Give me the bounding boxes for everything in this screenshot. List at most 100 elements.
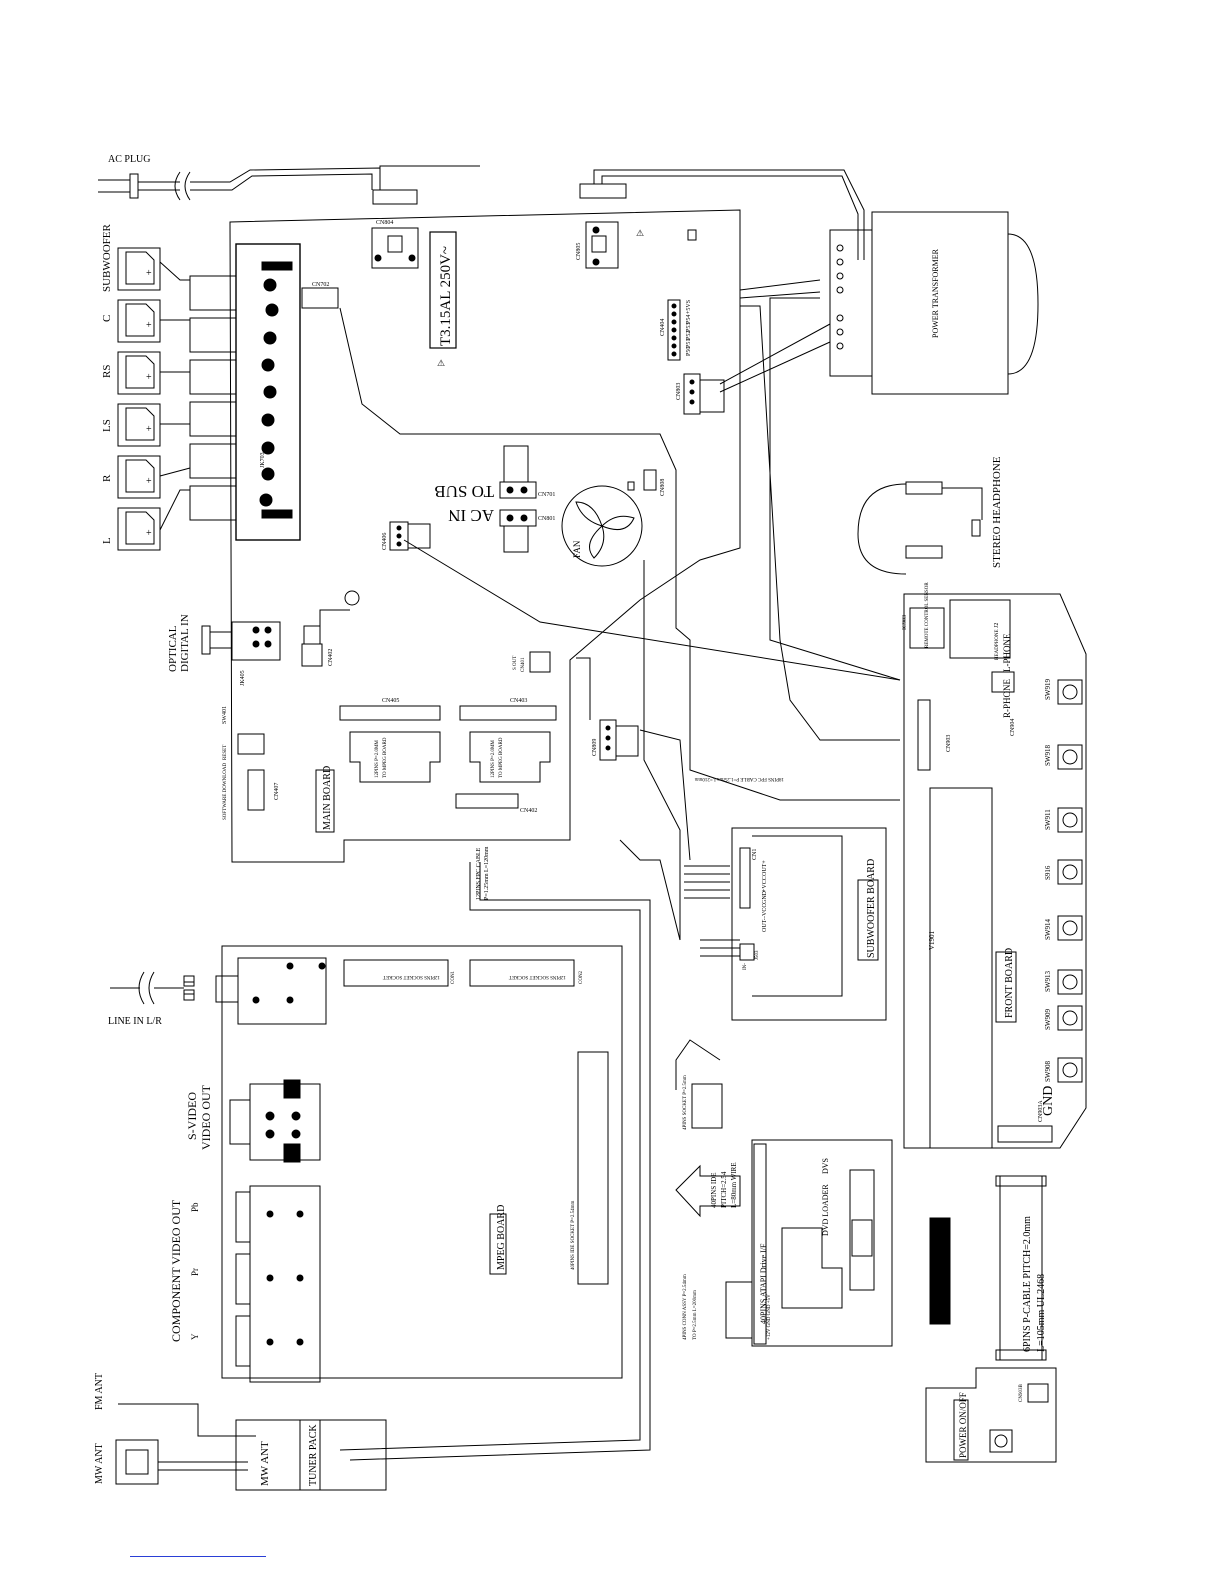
cn701-label: CN701 xyxy=(538,492,555,498)
cn804-label: CN804 xyxy=(376,220,393,226)
subwoofer-board: CN1 OUT+ +VCC GND -VCC OUT- J503 IN- SUB… xyxy=(684,827,887,1021)
cn803-label: CN803 xyxy=(676,383,682,400)
pr-label: Pr xyxy=(190,1268,200,1276)
cn404-label: CN404 xyxy=(660,319,666,336)
footer-link-underline[interactable] xyxy=(130,1556,266,1557)
cn406-label: CN406 xyxy=(382,533,388,550)
cn404-pin-2: P54 xyxy=(686,315,692,324)
mpeg-board-label: MPEG BOARD xyxy=(496,1205,507,1270)
front-board-label: FRONT BOARD xyxy=(1004,948,1015,1018)
ac-plug: AC PLUG xyxy=(98,154,418,205)
cn402b-label: CN402 xyxy=(520,808,537,814)
fan-label: FAN xyxy=(572,540,582,558)
ide-40-label: 40PINS IDE xyxy=(710,1172,718,1208)
ide-wire-label: L=80mm WIRE xyxy=(730,1162,738,1208)
fpc-18-label: 18PINS FPC CABLE P=1.25mm L=210mm xyxy=(694,776,784,781)
switch-5: SW914 xyxy=(1044,919,1052,941)
socket-12b: 12PINS SOCKET SOCKET xyxy=(509,974,566,979)
fuse-label: T3.15AL 250V~ xyxy=(438,246,454,346)
ic903-label: IC903 xyxy=(902,615,908,630)
gnd-small-label: GND xyxy=(762,890,768,904)
fpc-12-len-label: P=1.25mm L=120mm xyxy=(484,846,490,900)
cn903b-label: CN903B xyxy=(1019,1384,1024,1402)
digital-in-label: DIGITAL IN xyxy=(179,614,191,672)
cn702-label: CN702 xyxy=(312,282,329,288)
speaker-c: + xyxy=(117,299,161,343)
stereo-headphone: STEREO HEADPHONE xyxy=(857,456,1003,575)
optical-label: OPTICAL xyxy=(167,625,179,672)
power-12v-label: +12V GND GND +5V xyxy=(767,1294,772,1340)
gnd-label: GND xyxy=(1041,1086,1056,1116)
svg-text:+: + xyxy=(146,372,152,383)
cn404-pin-3: P53 xyxy=(686,323,692,332)
sw401-label: SW401 xyxy=(222,706,228,724)
cn404-pin-1: +5VS xyxy=(686,300,692,314)
speaker-ls: + xyxy=(117,403,161,447)
switch-8: SW908 xyxy=(1044,1061,1052,1083)
mw-ant-label: MW ANT xyxy=(94,1443,105,1484)
r-phone-label: R-PHONE xyxy=(1002,678,1012,718)
v1901-label: V1901 xyxy=(928,930,936,950)
line-in-label: LINE IN L/R xyxy=(108,1016,162,1027)
cn404-pin-4: P52 xyxy=(686,331,692,340)
dvd-loader: 40PINS ATAPI Drive I/F DVD LOADER DVS 40… xyxy=(675,1075,893,1347)
socket-4-label: 4PINS SOCKET P=2.5mm xyxy=(683,1075,688,1130)
s-out-label: S OUT xyxy=(513,656,518,670)
label-ls: LS xyxy=(101,419,113,432)
in-minus-label: IN- xyxy=(743,963,748,970)
pcable-6-label: 6PINS P-CABLE PITCH=2.0mm xyxy=(1022,1216,1033,1352)
speaker-r: + xyxy=(117,455,161,499)
to-sub-label: TO SUB xyxy=(434,482,494,501)
tuner-pack: TUNER PACK MW ANT MW ANT FM ANT xyxy=(94,1373,387,1491)
j2-label: J2 xyxy=(994,623,1000,628)
svg-text:+: + xyxy=(146,476,152,487)
speaker-outputs: + + + + + + SUBWOOFER C RS LS R L xyxy=(101,223,237,551)
label-l: L xyxy=(101,537,113,544)
svg-text:⚠: ⚠ xyxy=(636,228,644,238)
socket-12a: 12PINS SOCKET SOCKET xyxy=(383,974,440,979)
cn404-pin-6: P50 xyxy=(686,347,692,356)
switch-4: S916 xyxy=(1044,865,1052,880)
label-r: R xyxy=(101,474,113,482)
out-plus-label: OUT+ xyxy=(762,860,768,876)
pins-12-a: 12PINS P=2.0MM xyxy=(375,740,380,778)
cn808-label: CN808 xyxy=(660,479,666,496)
fm-ant-label: FM ANT xyxy=(94,1373,105,1410)
jk405-label: JK405 xyxy=(240,670,246,686)
switch-1: SW919 xyxy=(1044,679,1052,701)
label-rs: RS xyxy=(101,365,113,378)
con1-label: CON1 xyxy=(451,970,456,984)
headphone-label: HEADPHONE xyxy=(995,629,1000,660)
pcable-6-len-label: L=105mm UL2468 xyxy=(1036,1274,1047,1352)
l-phone-label: L-PHONE xyxy=(1002,633,1012,672)
dvs-label: DVS xyxy=(821,1158,830,1174)
to-mpeg-b: TO MPEG BOARD xyxy=(499,737,504,778)
svg-text:+: + xyxy=(146,528,152,539)
pins-12-b: 12PINS P=2.0MM xyxy=(491,740,496,778)
speaker-subwoofer: + xyxy=(117,247,161,291)
cn405-label: CN405 xyxy=(382,698,399,704)
y-label: Y xyxy=(190,1333,200,1340)
video-out-label: VIDEO OUT xyxy=(199,1084,213,1150)
to-mpeg-a: TO MPEG BOARD xyxy=(383,737,388,778)
cn903a-label: CN903A xyxy=(1038,1100,1044,1122)
conn-4-label: 4PINS CONN ASSY P=2.54mm xyxy=(683,1274,688,1340)
dvd-loader-label: DVD LOADER xyxy=(821,1184,830,1236)
cn801-label: CN801 xyxy=(538,516,555,522)
cn1-label: CN1 xyxy=(752,849,758,860)
fpc-12-label: 12PINS FPC CABLE xyxy=(476,847,482,900)
stereo-headphone-label: STEREO HEADPHONE xyxy=(991,456,1003,568)
ide-pitch-label: PITCH=2.54 xyxy=(720,1171,728,1208)
power-transformer: POWER TRANSFORMER xyxy=(379,165,1039,681)
ac-in-label: AC IN xyxy=(448,506,494,525)
s-video-label: S-VIDEO xyxy=(185,1092,199,1140)
main-board: JK703 CN804 CN805 CN702 T3.15AL 250V~ ⚠ … xyxy=(201,209,741,863)
speaker-rs: + xyxy=(117,351,161,395)
jk703-label: JK703 xyxy=(260,452,266,468)
vcc-plus-label: +VCC xyxy=(762,876,768,892)
cn401-label: CN401 xyxy=(521,657,526,672)
label-subwoofer: SUBWOOFER xyxy=(101,223,113,292)
atapi-label: 40PINS ATAPI Drive I/F xyxy=(759,1243,768,1324)
switch-7: SW909 xyxy=(1044,1009,1052,1031)
